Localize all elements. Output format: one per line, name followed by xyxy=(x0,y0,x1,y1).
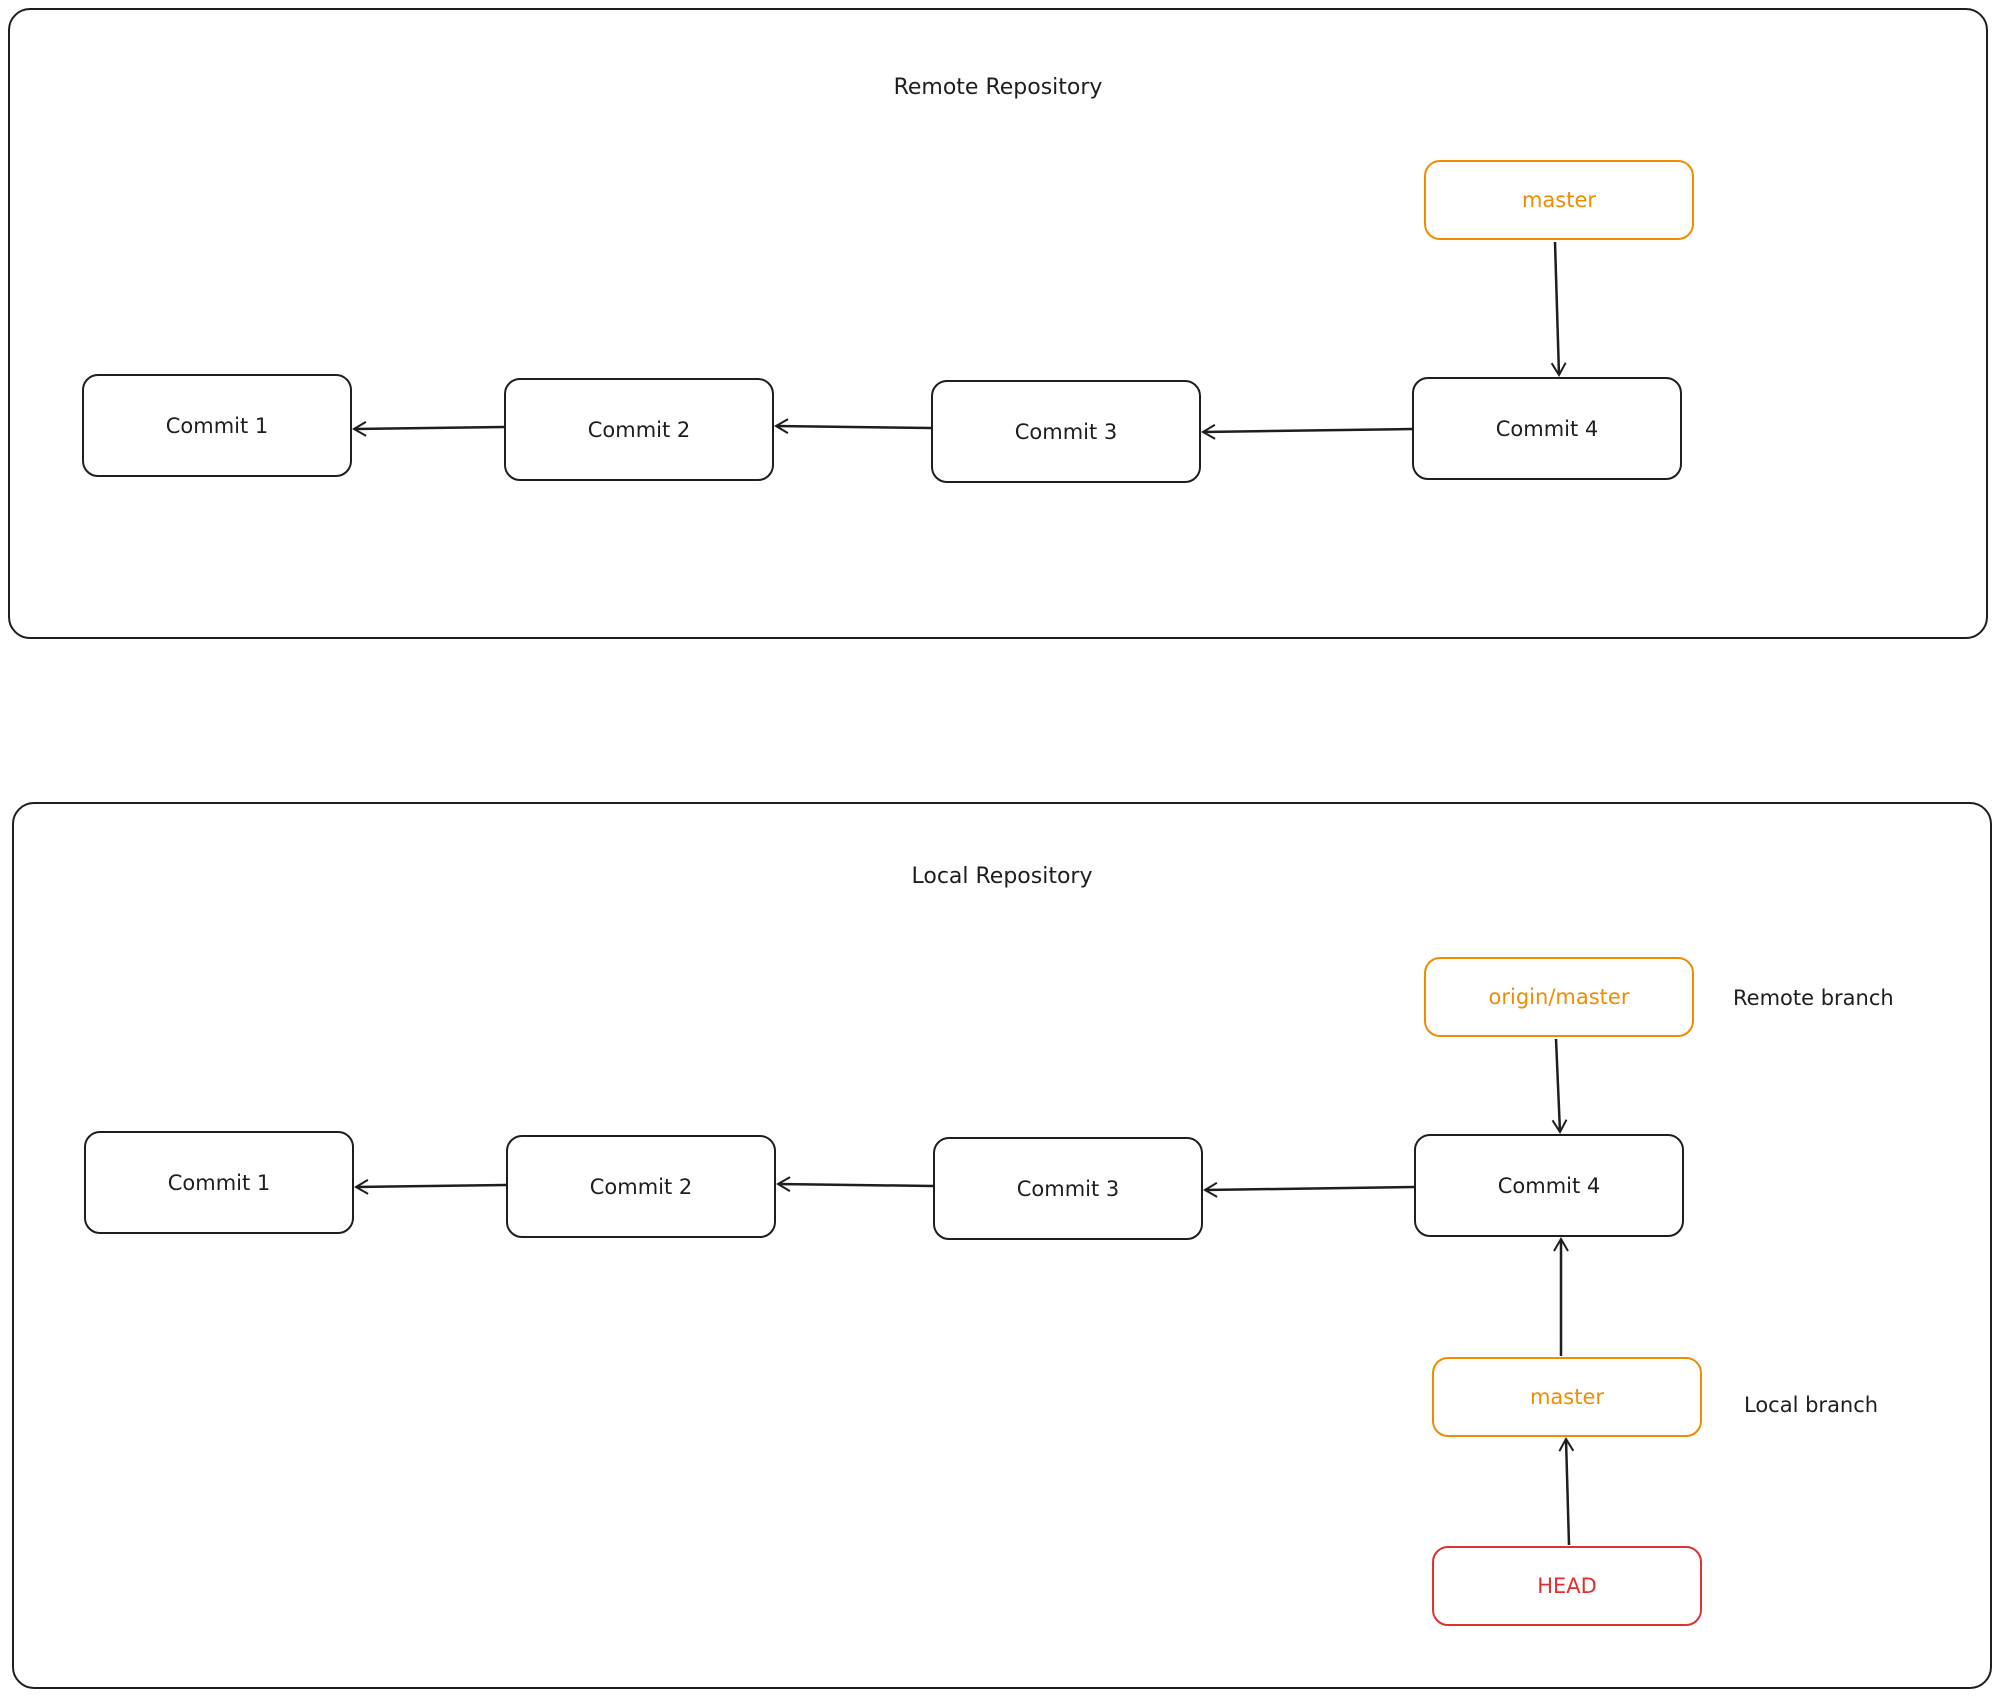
remote-master-to-commit-4 xyxy=(1550,241,1567,377)
remote-commit-2[interactable]: Commit 2 xyxy=(504,378,774,481)
local-commit-4[interactable]: Commit 4 xyxy=(1414,1134,1684,1237)
remote-edge-2-to-1 xyxy=(352,420,505,437)
local-commit-2[interactable]: Commit 2 xyxy=(506,1135,776,1238)
local-branch-label: Local branch xyxy=(1744,1393,1879,1417)
local-master-branch[interactable]: master xyxy=(1432,1357,1702,1437)
remote-edge-3-to-2 xyxy=(774,418,932,435)
local-commit-1[interactable]: Commit 1 xyxy=(84,1131,354,1234)
remote-branch-label: Remote branch xyxy=(1733,986,1894,1010)
origin-master-branch[interactable]: origin/master xyxy=(1424,957,1694,1037)
remote-commit-3[interactable]: Commit 3 xyxy=(931,380,1201,483)
local-repository-panel: Local Repository xyxy=(12,802,1992,1689)
local-commit-3[interactable]: Commit 3 xyxy=(933,1137,1203,1240)
local-repository-title: Local Repository xyxy=(911,864,1093,889)
local-edge-2-to-1 xyxy=(354,1178,507,1195)
remote-commit-1[interactable]: Commit 1 xyxy=(82,374,352,477)
remote-commit-4[interactable]: Commit 4 xyxy=(1412,377,1682,480)
origin-master-to-commit-4 xyxy=(1551,1038,1568,1134)
local-edge-4-to-3 xyxy=(1203,1181,1415,1198)
remote-edge-4-to-3 xyxy=(1201,423,1413,440)
remote-master-branch[interactable]: master xyxy=(1424,160,1694,240)
remote-repository-panel: Remote Repository xyxy=(8,8,1988,639)
remote-repository-title: Remote Repository xyxy=(893,75,1103,100)
head-to-local-master xyxy=(1558,1437,1575,1546)
head-pointer[interactable]: HEAD xyxy=(1432,1546,1702,1626)
local-edge-3-to-2 xyxy=(776,1176,934,1193)
